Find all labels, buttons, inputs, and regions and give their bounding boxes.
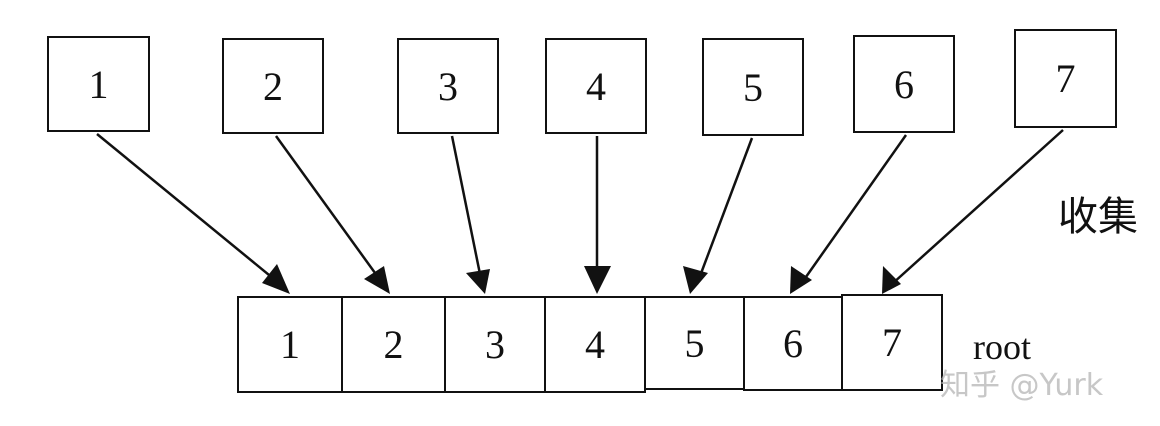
- arrow-3: [450, 135, 484, 285]
- arrow-5: [695, 137, 754, 285]
- top-node-label: 2: [263, 63, 283, 109]
- top-node-label: 7: [1055, 56, 1076, 101]
- collect-label: 收集: [1058, 194, 1138, 240]
- arrowhead-1: [262, 264, 290, 294]
- arrow-7: [891, 129, 1064, 285]
- top-node-3: 3: [397, 38, 499, 134]
- root-cell-label: 2: [383, 322, 404, 367]
- root-label: root: [973, 327, 1031, 367]
- arrowhead-6: [790, 266, 812, 294]
- arrow-1: [96, 133, 281, 285]
- root-cell-label: 6: [783, 321, 803, 366]
- watermark: 知乎 @Yurk: [940, 368, 1104, 403]
- root-cell-6: 6: [743, 296, 843, 391]
- arrowhead-2: [364, 266, 390, 294]
- top-node-label: 6: [894, 61, 914, 107]
- root-cell-1: 1: [237, 296, 343, 393]
- top-node-label: 4: [586, 63, 606, 109]
- top-node-label: 1: [88, 61, 109, 107]
- top-node-label: 5: [743, 64, 763, 110]
- root-cell-label: 1: [280, 322, 300, 367]
- root-cell-4: 4: [544, 296, 646, 393]
- arrowhead-5: [683, 266, 708, 294]
- top-node-6: 6: [853, 35, 955, 133]
- root-cell-label: 4: [585, 322, 605, 367]
- root-cell-7: 7: [841, 294, 943, 391]
- root-cell-3: 3: [444, 296, 546, 393]
- top-node-2: 2: [222, 38, 324, 134]
- top-node-label: 3: [438, 63, 458, 109]
- root-cell-label: 7: [882, 320, 902, 365]
- top-node-4: 4: [545, 38, 647, 134]
- arrow-2: [274, 135, 385, 285]
- root-cell-label: 5: [684, 320, 705, 366]
- arrow-6: [799, 134, 908, 285]
- root-cell-label: 3: [485, 322, 505, 367]
- root-cell-5: 5: [644, 296, 745, 390]
- arrowhead-7: [882, 266, 901, 294]
- root-cell-2: 2: [341, 296, 446, 393]
- arrowhead-3: [466, 269, 490, 294]
- top-node-7: 7: [1014, 29, 1117, 128]
- arrowhead-4: [584, 266, 611, 294]
- top-node-1: 1: [47, 36, 150, 132]
- top-node-5: 5: [702, 38, 804, 136]
